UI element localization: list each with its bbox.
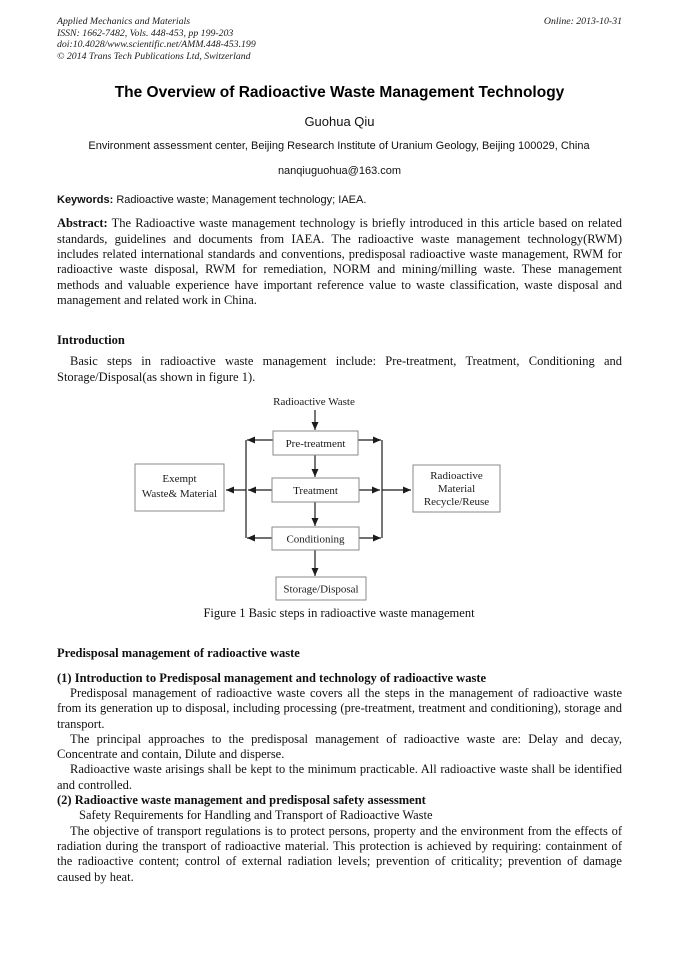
paper-title: The Overview of Radioactive Waste Manage… xyxy=(114,84,565,102)
author-name: Guohua Qiu xyxy=(304,114,375,130)
recycle-reuse-label-line3: Recycle/Reuse xyxy=(424,496,489,508)
predisposal-heading: Predisposal management of radioactive wa… xyxy=(57,646,300,661)
online-date: Online: 2013-10-31 xyxy=(543,16,622,27)
author-affiliation: Environment assessment center, Beijing R… xyxy=(88,140,590,153)
introduction-heading: Introduction xyxy=(57,333,125,348)
predisposal-paragraph-4: The objective of transport regulations i… xyxy=(57,823,622,884)
treatment-label: Treatment xyxy=(293,485,338,497)
pretreatment-box xyxy=(272,430,359,456)
journal-name: Applied Mechanics and Materials xyxy=(57,16,191,27)
storage-disposal-label: Storage/Disposal xyxy=(283,584,358,596)
journal-issn: ISSN: 1662-7482, Vols. 448-453, pp 199-2… xyxy=(57,27,234,39)
recycle-reuse-label-line2: Material xyxy=(438,483,475,495)
keywords-line: Keywords: Radioactive waste; Management … xyxy=(57,193,622,207)
exempt-waste-label-line1: Exempt xyxy=(162,473,196,485)
safety-requirements-line: Safety Requirements for Handling and Tra… xyxy=(79,808,433,823)
exempt-waste-label-line2: Waste& Material xyxy=(142,488,217,500)
author-email: nanqiuguohua@163.com xyxy=(277,165,402,178)
flow-label-radioactive-waste: Radioactive Waste xyxy=(273,396,355,408)
abstract-paragraph: Abstract: The Radioactive waste manageme… xyxy=(57,216,622,308)
predisposal-subheading-2: (2) Radioactive waste management and pre… xyxy=(57,793,426,808)
abstract-label: Abstract: xyxy=(57,216,108,231)
predisposal-paragraph-2: The principal approaches to the predispo… xyxy=(57,731,622,762)
conditioning-box xyxy=(271,526,360,551)
figure-1: Radioactive Waste Pre-treatment xyxy=(0,391,678,621)
predisposal-subheading-1: (1) Introduction to Predisposal manageme… xyxy=(57,670,487,685)
treatment-box xyxy=(271,477,360,503)
introduction-paragraph: Basic steps in radioactive waste managem… xyxy=(57,354,622,384)
flowchart-figure: Radioactive Waste Pre-treatment xyxy=(134,396,501,601)
journal-header: Applied Mechanics and Materials ISSN: 16… xyxy=(57,0,622,62)
predisposal-paragraph-1: Predisposal management of radioactive wa… xyxy=(57,685,622,731)
figure-caption: Figure 1 Basic steps in radioactive wast… xyxy=(203,606,475,621)
pretreatment-label: Pre-treatment xyxy=(286,438,346,450)
recycle-reuse-label-line1: Radioactive xyxy=(430,470,483,482)
recycle-reuse-box xyxy=(412,464,501,513)
storage-disposal-box xyxy=(275,576,367,601)
journal-doi: doi:10.4028/www.scientific.net/AMM.448-4… xyxy=(57,39,256,51)
journal-copyright: © 2014 Trans Tech Publications Ltd, Swit… xyxy=(57,50,251,62)
predisposal-paragraph-3: Radioactive waste arisings shall be kept… xyxy=(57,762,622,792)
journal-header-left: Applied Mechanics and Materials ISSN: 16… xyxy=(57,16,256,62)
abstract-text: The Radioactive waste management technol… xyxy=(57,216,622,307)
keywords-text: Radioactive waste; Management technology… xyxy=(116,194,367,207)
exempt-waste-box xyxy=(134,463,225,512)
keywords-label: Keywords: xyxy=(57,194,114,207)
conditioning-label: Conditioning xyxy=(286,534,345,546)
